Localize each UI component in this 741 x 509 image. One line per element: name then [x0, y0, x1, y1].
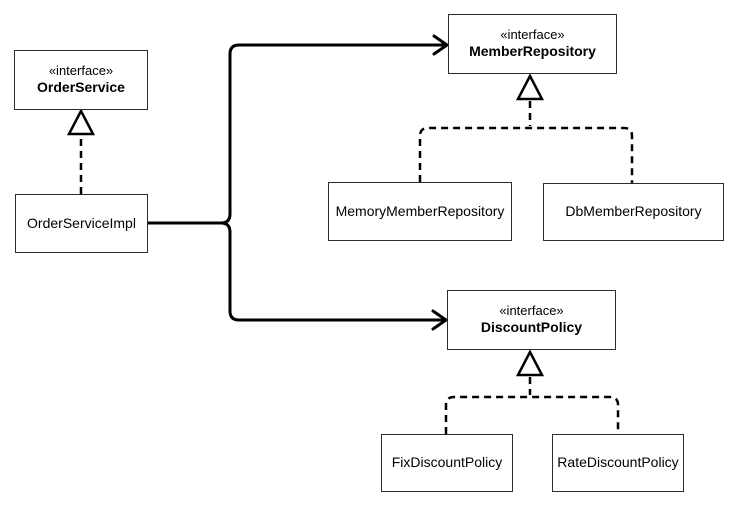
stereotype-label: «interface»	[499, 303, 564, 319]
class-box-orderservice: «interface» OrderService	[14, 50, 148, 110]
class-name: RateDiscountPolicy	[557, 454, 679, 471]
class-box-memorymemberrepository: MemoryMemberRepository	[328, 182, 512, 241]
realization-branch-memberrepository	[418, 126, 634, 183]
dependency-arrowhead-memberrepository	[432, 34, 449, 56]
class-box-fixdiscountpolicy: FixDiscountPolicy	[381, 434, 513, 492]
class-name: MemberRepository	[469, 43, 596, 60]
class-box-memberrepository: «interface» MemberRepository	[448, 14, 617, 74]
class-name: MemoryMemberRepository	[335, 202, 505, 219]
class-box-ratediscountpolicy: RateDiscountPolicy	[552, 434, 684, 492]
class-box-orderserviceimpl: OrderServiceImpl	[15, 194, 148, 253]
class-name: FixDiscountPolicy	[391, 454, 503, 471]
dependency-line-orderserviceimpl-discountpolicy	[146, 221, 446, 322]
stereotype-label: «interface»	[500, 27, 565, 43]
realization-branch-discountpolicy	[444, 395, 620, 434]
class-box-dbmemberrepository: DbMemberRepository	[543, 183, 724, 241]
class-name: OrderService	[37, 79, 125, 96]
class-name: DbMemberRepository	[565, 203, 702, 220]
class-box-discountpolicy: «interface» DiscountPolicy	[447, 290, 616, 350]
class-name: DiscountPolicy	[480, 319, 583, 336]
stereotype-label: «interface»	[48, 63, 114, 79]
realization-triangle-discountpolicy	[515, 349, 545, 377]
class-name: OrderServiceImpl	[27, 214, 136, 231]
realization-triangle-memberrepository	[515, 73, 545, 101]
dependency-arrowhead-discountpolicy	[431, 309, 448, 331]
realization-triangle-orderservice	[66, 108, 96, 136]
